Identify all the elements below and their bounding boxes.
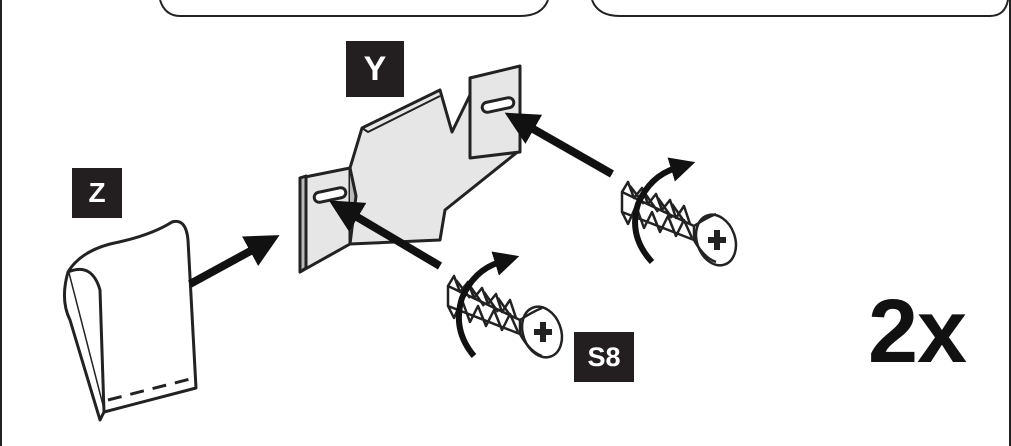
part-label-z: Z	[72, 168, 122, 218]
arrow-pad-to-bracket	[188, 235, 280, 288]
part-label-y: Y	[346, 41, 404, 97]
rotate-arrow-right	[632, 157, 696, 265]
rotate-arrow-left	[455, 251, 520, 358]
screw-left	[446, 274, 564, 359]
arrow-screw-left	[328, 200, 443, 270]
part-z-pad	[63, 219, 198, 422]
quantity-label: 2x	[868, 282, 967, 382]
screw-code-label: S8	[574, 332, 634, 382]
insert-arrows	[188, 112, 614, 288]
part-y-bracket	[298, 64, 522, 274]
arrow-screw-right	[504, 112, 614, 178]
